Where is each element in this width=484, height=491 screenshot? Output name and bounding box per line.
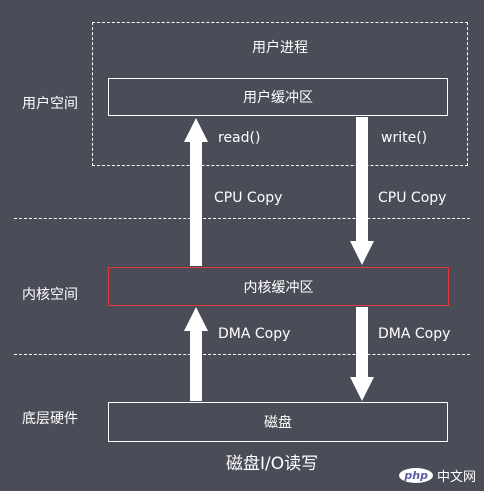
write-arrow-lower-shaft: [356, 307, 368, 378]
cpu-copy-write-label: CPU Copy: [378, 190, 447, 206]
php-badge-icon: php: [399, 468, 433, 483]
user-process-container: [92, 22, 468, 166]
kernel-buffer-label: 内核缓冲区: [243, 279, 314, 296]
separator-user-kernel: [14, 218, 470, 219]
write-arrow-upper-shaft: [356, 117, 368, 242]
php-cn-logo: php 中文网: [399, 466, 476, 485]
diagram-caption: 磁盘I/O读写: [226, 454, 319, 474]
write-arrow-lower-head: [350, 377, 374, 401]
write-call-label: write(): [381, 130, 428, 146]
zone-label-hardware: 底层硬件: [22, 411, 78, 427]
zone-label-user-space: 用户空间: [22, 96, 78, 112]
dma-copy-read-label: DMA Copy: [218, 326, 291, 342]
read-arrow-lower-shaft: [190, 330, 202, 401]
user-buffer-box: 用户缓冲区: [108, 78, 448, 116]
read-arrow-upper-head: [184, 118, 208, 142]
disk-label: 磁盘: [264, 415, 292, 431]
dma-copy-write-label: DMA Copy: [378, 326, 451, 342]
read-call-label: read(): [218, 130, 261, 146]
cpu-copy-read-label: CPU Copy: [214, 190, 283, 206]
disk-box: 磁盘: [108, 402, 448, 442]
kernel-buffer-box: 内核缓冲区: [108, 267, 449, 306]
zone-label-kernel-space: 内核空间: [22, 287, 78, 303]
read-arrow-lower-head: [184, 307, 208, 331]
user-process-label: 用户进程: [252, 40, 308, 56]
logo-text: 中文网: [436, 470, 476, 485]
separator-kernel-hardware: [14, 354, 470, 355]
user-buffer-label: 用户缓冲区: [243, 90, 313, 106]
write-arrow-upper-head: [350, 241, 374, 265]
read-arrow-upper-shaft: [190, 141, 202, 266]
